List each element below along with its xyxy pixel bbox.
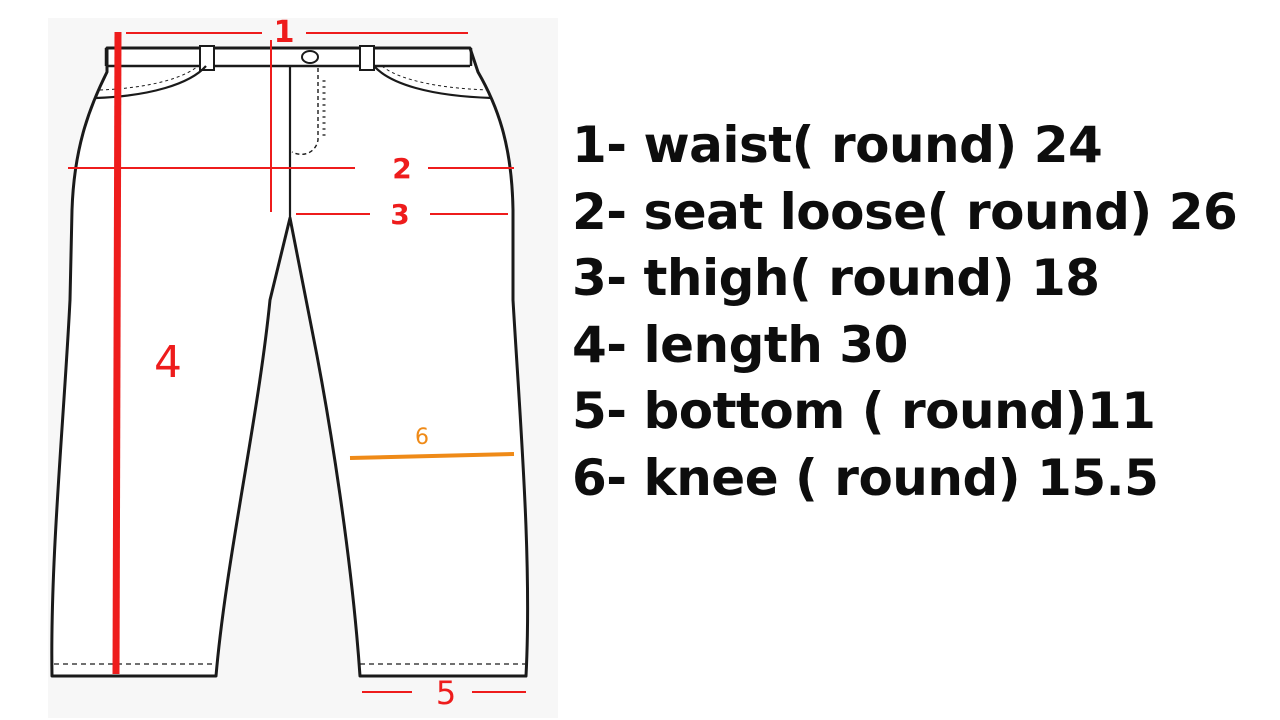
right-pocket-stitch	[381, 65, 489, 91]
pants-measurement-diagram: 1 2 3 4 6 5	[50, 15, 530, 712]
length-marker: 4	[154, 337, 182, 388]
belt-loop	[359, 45, 375, 71]
right-pocket	[373, 65, 493, 100]
measurement-seat: 2- seat loose( round) 26	[572, 182, 1238, 241]
length-line	[112, 31, 122, 675]
button	[301, 50, 319, 64]
belt-loop	[199, 45, 215, 71]
measurements-list: 1- waist( round) 24 2- seat loose( round…	[572, 112, 1238, 511]
measurement-knee: 6- knee ( round) 15.5	[572, 448, 1159, 507]
fly-stitch	[291, 68, 319, 156]
knee-marker: 6	[415, 425, 429, 450]
waist-marker: 1	[274, 15, 295, 50]
bottom-marker: 5	[436, 674, 456, 712]
seat-marker: 2	[392, 152, 411, 185]
measurement-length: 4- length 30	[572, 315, 908, 374]
left-pocket	[95, 65, 207, 100]
knee-line	[349, 452, 515, 460]
measurement-thigh: 3- thigh( round) 18	[572, 249, 1100, 307]
measurement-waist: 1- waist( round) 24	[572, 116, 1103, 174]
thigh-marker: 3	[390, 198, 409, 231]
measurement-bottom: 5- bottom ( round)11	[572, 382, 1156, 440]
